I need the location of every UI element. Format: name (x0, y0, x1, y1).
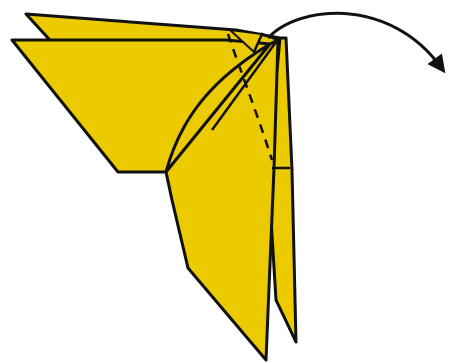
fold-arrow-icon (268, 13, 440, 66)
